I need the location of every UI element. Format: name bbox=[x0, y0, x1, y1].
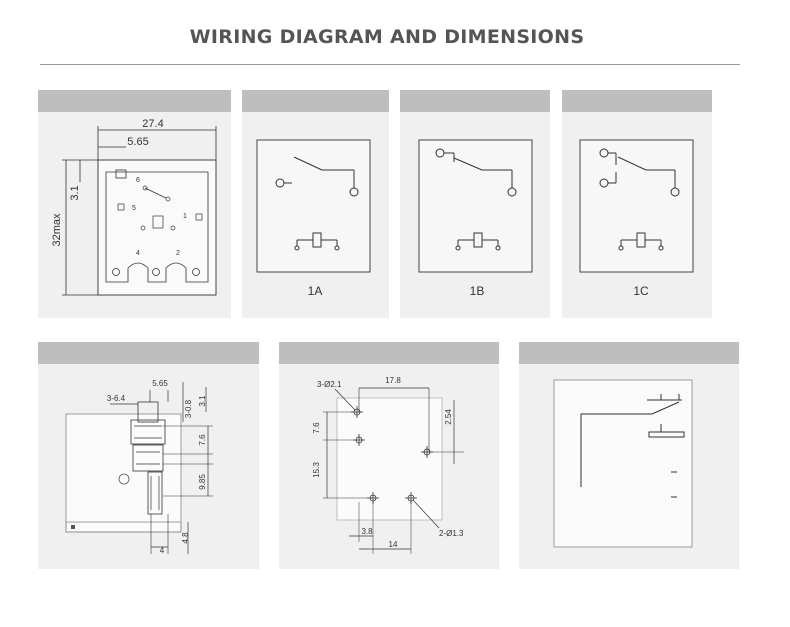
panel-header-bar bbox=[400, 90, 550, 112]
dim-offset: 5.65 bbox=[127, 136, 148, 148]
panel-header-bar bbox=[279, 342, 499, 364]
dim-pcb-d5: 15.3 bbox=[312, 462, 321, 478]
panel-internal-circuit bbox=[519, 342, 739, 569]
pin-5: 5 bbox=[132, 205, 136, 212]
config-1a-drawing: 1A bbox=[256, 139, 371, 298]
dim-pcb-d4: 7.6 bbox=[312, 422, 321, 434]
pin-6: 6 bbox=[136, 177, 140, 184]
pin-2: 2 bbox=[176, 250, 180, 257]
pcb-layout-drawing: 17.8 3-Ø2.1 7.6 15.3 2.54 3.8 14 2-Ø1.3 bbox=[312, 376, 464, 554]
config-label-1b: 1B bbox=[470, 284, 485, 298]
pin-4: 4 bbox=[136, 250, 140, 257]
config-label-1c: 1C bbox=[633, 284, 649, 298]
dim-side-d4: 3.1 bbox=[198, 395, 207, 407]
dim-width: 27.4 bbox=[142, 118, 163, 130]
dim-side-d8: 4.8 bbox=[181, 532, 190, 544]
panel-header-bar bbox=[38, 90, 231, 112]
panel-header-bar bbox=[38, 342, 259, 364]
panel-config-1b: 1B bbox=[400, 90, 550, 318]
config-label-1a: 1A bbox=[308, 284, 323, 298]
dim-height-small: 3.1 bbox=[69, 185, 81, 200]
dim-pcb-d3: 2.54 bbox=[444, 409, 453, 425]
panel-config-1a: 1A bbox=[242, 90, 389, 318]
dim-pcb-d8: 2-Ø1.3 bbox=[439, 529, 464, 538]
dim-side-d6: 9.85 bbox=[198, 474, 207, 490]
page-title: WIRING DIAGRAM AND DIMENSIONS bbox=[189, 26, 585, 48]
dim-side-d5: 7.6 bbox=[198, 434, 207, 446]
dim-pcb-d1: 3-Ø2.1 bbox=[317, 380, 342, 389]
panel-side-dimensions: 5.65 3-6.4 3-0.8 3.1 7.6 9.85 4 4.8 bbox=[38, 342, 259, 569]
title-divider bbox=[40, 64, 740, 65]
panel-header-bar bbox=[519, 342, 739, 364]
dim-side-d2: 3-6.4 bbox=[107, 394, 126, 403]
panel-pcb-layout: 17.8 3-Ø2.1 7.6 15.3 2.54 3.8 14 2-Ø1.3 bbox=[279, 342, 499, 569]
panel-header-bar bbox=[242, 90, 389, 112]
panel-top-dimensions: 27.4 5.65 32max 3.1 6 5 1 4 2 bbox=[38, 90, 231, 318]
config-1c-drawing: 1C bbox=[579, 139, 694, 298]
config-1b-drawing: 1B bbox=[418, 139, 533, 298]
dim-pcb-d2: 17.8 bbox=[385, 376, 401, 385]
panel-header-bar bbox=[562, 90, 712, 112]
internal-circuit-drawing bbox=[553, 379, 693, 548]
panel-config-1c: 1C bbox=[562, 90, 712, 318]
dim-side-d1: 5.65 bbox=[152, 379, 168, 388]
side-dimensions-drawing: 5.65 3-6.4 3-0.8 3.1 7.6 9.85 4 4.8 bbox=[65, 379, 213, 555]
dim-height: 32max bbox=[51, 213, 63, 247]
dim-pcb-d7: 14 bbox=[389, 540, 398, 549]
dim-pcb-d6: 3.8 bbox=[361, 527, 373, 536]
dim-side-d7: 4 bbox=[160, 546, 165, 555]
top-dimensions-drawing: 27.4 5.65 32max 3.1 6 5 1 4 2 bbox=[51, 118, 217, 296]
dim-side-d3: 3-0.8 bbox=[184, 399, 193, 418]
pin-1: 1 bbox=[183, 213, 187, 220]
